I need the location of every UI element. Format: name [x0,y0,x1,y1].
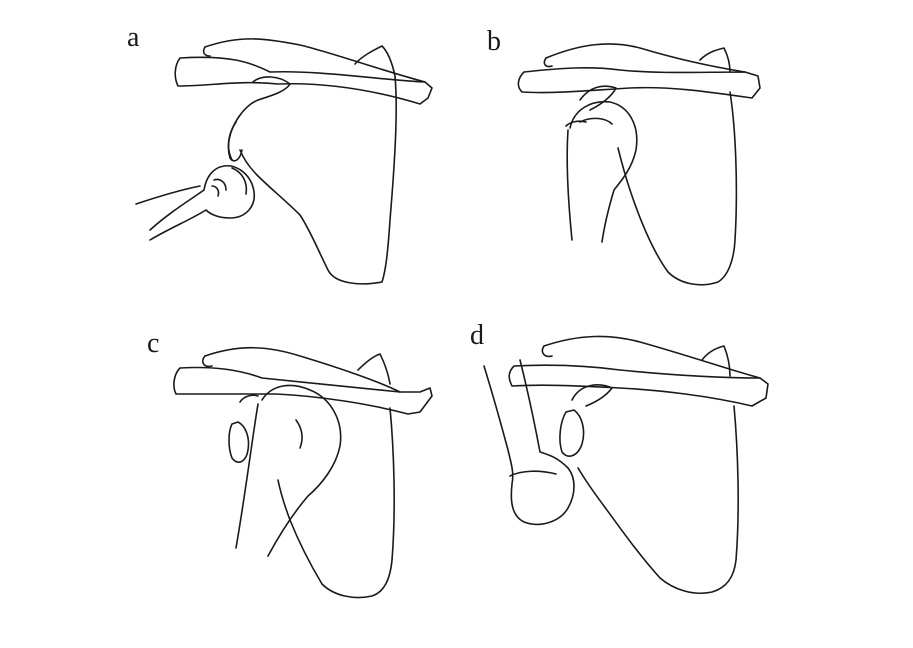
panel-c-humerus [261,384,342,557]
panel-a-acromion [237,76,291,119]
panel-b-scapula [617,91,738,286]
panel-c-drawing [173,346,433,599]
panel-a-humerus [149,165,255,241]
panel-label-a: a [127,22,140,53]
panel-d-scapula [577,405,739,594]
panel-d-drawing [483,335,769,594]
panel-label-b: b [487,26,501,57]
panel-b-humerus [569,101,638,243]
panel-a-scapula [239,45,397,285]
panel-a-clavicle [174,56,433,105]
panel-c-scapula [277,407,395,599]
panel-label-d: d [470,320,484,351]
panel-d-humerus [483,359,575,526]
panel-a-drawing [135,38,433,285]
panel-c-clavicle [173,366,433,415]
panel-b-drawing [517,43,761,286]
panel-label-c: c [147,328,160,359]
panel-b-clavicle [517,67,761,99]
panel-d-clavicle [508,364,769,407]
